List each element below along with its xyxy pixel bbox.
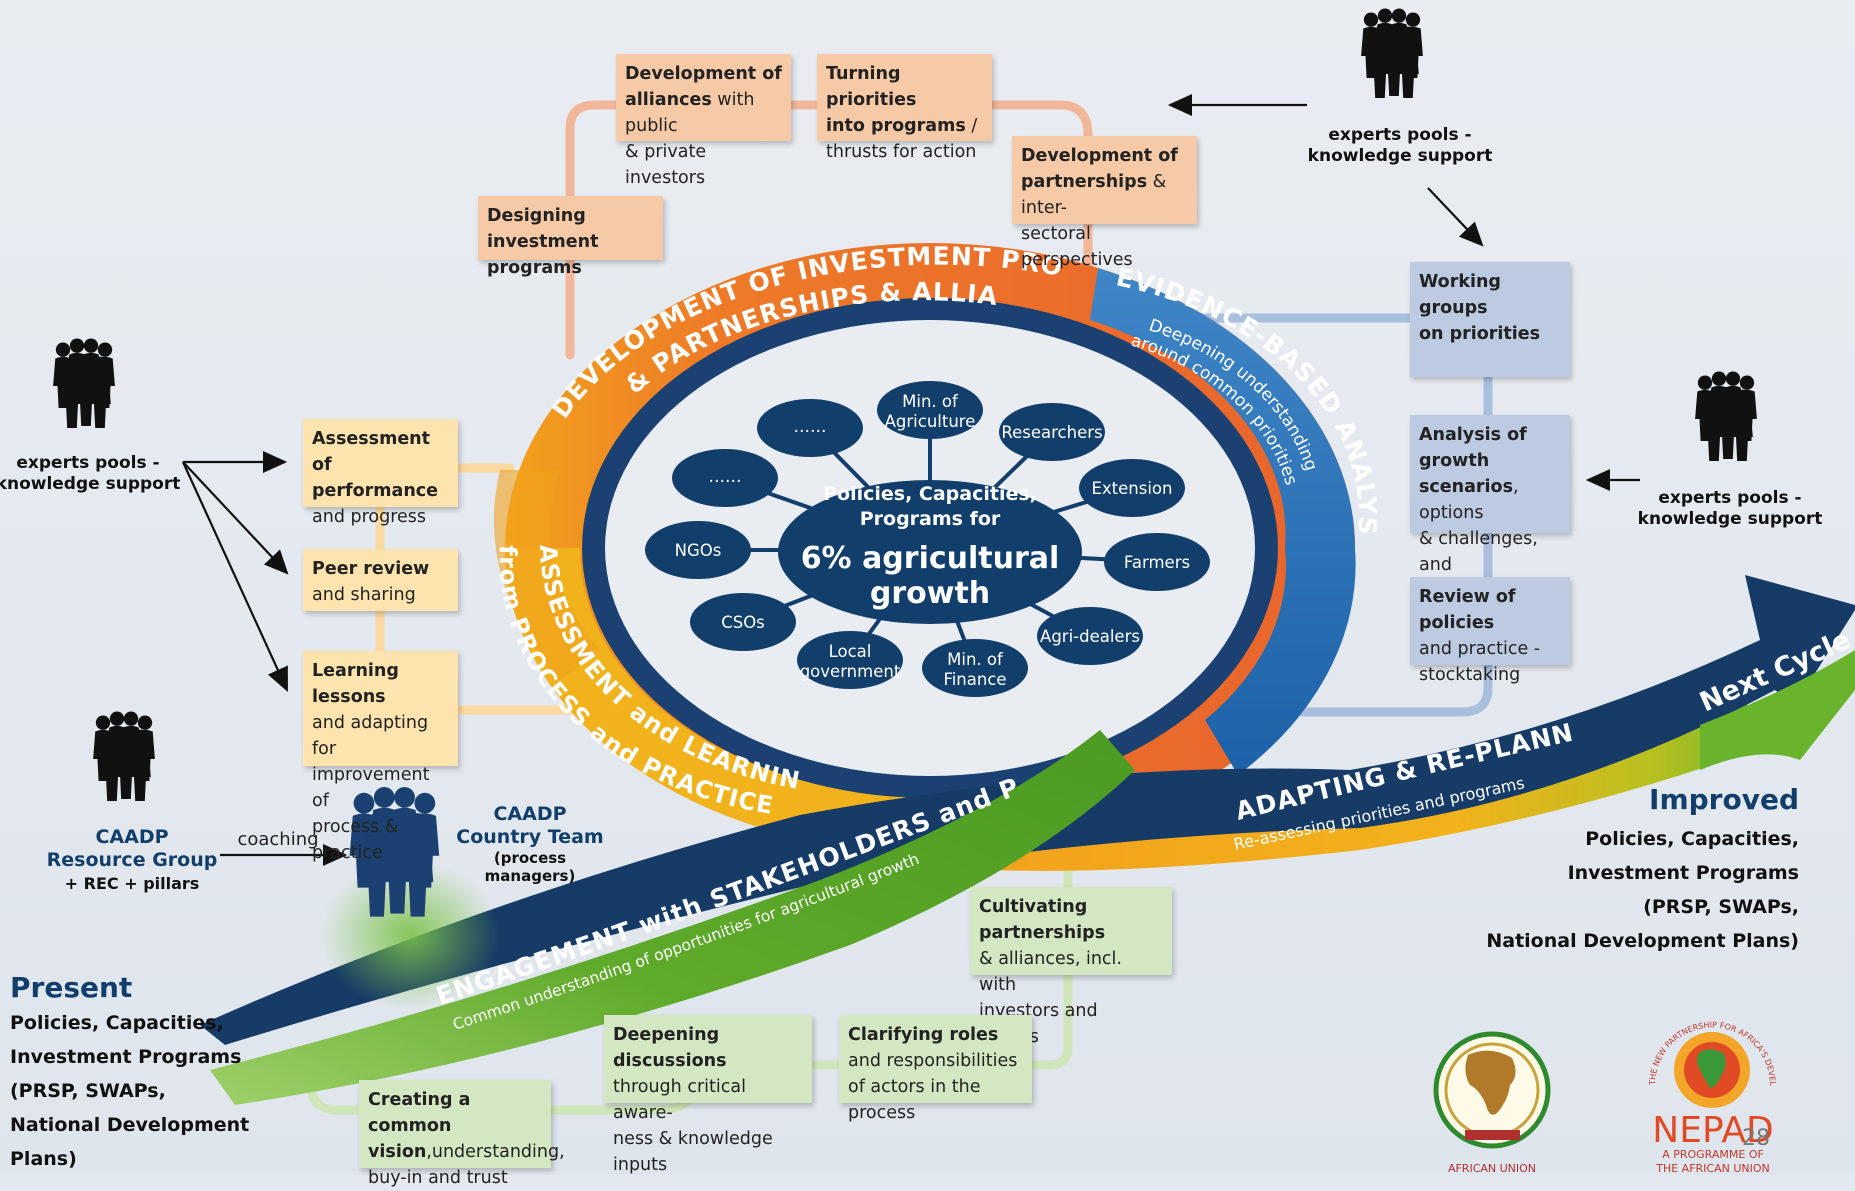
center-line4: growth bbox=[870, 576, 990, 611]
actor-moa-line2: Agriculture bbox=[885, 412, 976, 431]
nepad-label: NEPAD bbox=[1652, 1110, 1773, 1151]
box-cultivating-partnerships: Cultivating partnerships& alliances, inc… bbox=[970, 887, 1172, 1047]
actor-lg-line2: government bbox=[800, 662, 901, 681]
experts-label-left: experts pools -knowledge support bbox=[0, 453, 181, 494]
actor-extension: Extension bbox=[1091, 479, 1172, 498]
crowd-icon-right bbox=[1695, 372, 1757, 461]
engagement-band bbox=[210, 730, 1135, 1105]
african-union-label: AFRICAN UNION bbox=[1448, 1162, 1536, 1175]
actor-moa-line1: Min. of bbox=[902, 392, 959, 411]
center-line1: Policies, Capacities, bbox=[823, 483, 1037, 505]
crowd-icon-top bbox=[1361, 9, 1423, 98]
actor-farmers: Farmers bbox=[1124, 553, 1190, 572]
present-block: Present Policies, Capacities,Investment … bbox=[10, 970, 290, 1176]
present-title: Present bbox=[10, 971, 133, 1004]
actor-mof-line1: Min. of bbox=[947, 650, 1004, 669]
actor-lg-line1: Local bbox=[829, 642, 872, 661]
african-union-logo: AFRICAN UNION bbox=[1433, 1031, 1551, 1175]
actor-researchers: Researchers bbox=[1001, 423, 1102, 442]
nepad-sub2: THE AFRICAN UNION bbox=[1655, 1162, 1770, 1175]
actor-csos: CSOs bbox=[721, 613, 765, 632]
actor-other-2: …… bbox=[794, 417, 827, 436]
nepad-sub1: A PROGRAMME OF bbox=[1662, 1148, 1764, 1161]
center-node bbox=[778, 480, 1082, 624]
experts-label-right: experts pools -knowledge support bbox=[1637, 488, 1823, 529]
actor-nodes bbox=[645, 381, 1210, 697]
crowd-icon-left bbox=[53, 339, 115, 428]
experts-label-top: experts pools -knowledge support bbox=[1307, 125, 1493, 166]
page-number: 28 bbox=[1742, 1126, 1770, 1151]
actor-other-1: …… bbox=[709, 467, 742, 486]
center-line2: Programs for bbox=[860, 508, 1001, 530]
actor-mof-line2: Finance bbox=[943, 670, 1006, 689]
improved-title: Improved bbox=[1649, 783, 1799, 816]
next-cycle-arrow-tip bbox=[1700, 650, 1855, 770]
coaching-label: coaching bbox=[237, 829, 319, 850]
country-team-glow bbox=[320, 860, 500, 1010]
actor-agri-dealers: Agri-dealers bbox=[1040, 627, 1140, 646]
actor-ngos: NGOs bbox=[675, 541, 722, 560]
crowd-icon-resource-group bbox=[93, 712, 155, 801]
improved-block: Improved Policies, Capacities,Investment… bbox=[1479, 778, 1799, 958]
center-line3: 6% agricultural bbox=[801, 541, 1060, 576]
arrows bbox=[181, 94, 1640, 866]
